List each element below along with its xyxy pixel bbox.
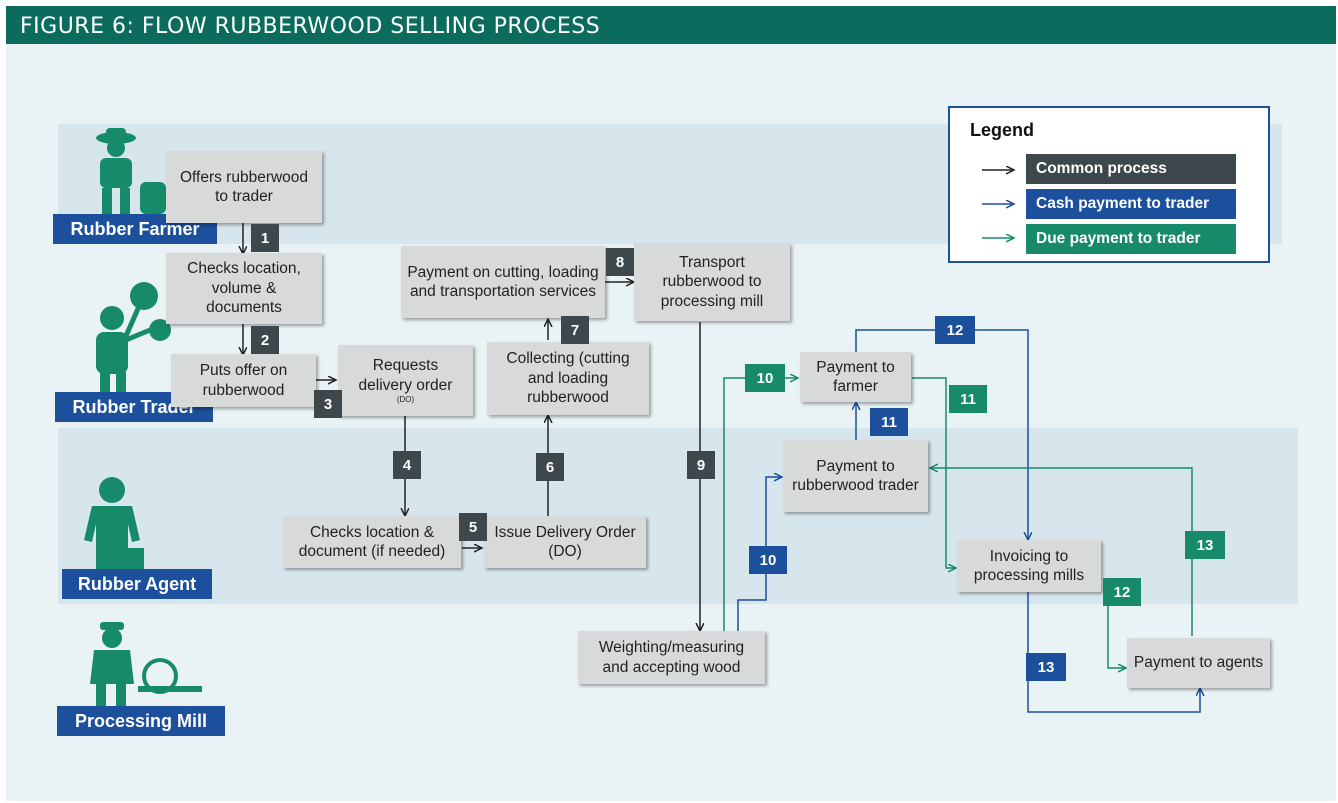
badge-10-due: 10 xyxy=(745,364,785,392)
step-invoicing-box: Invoicing to processing mills xyxy=(957,540,1101,592)
step-puts-offer-box: Puts offer on rubberwood xyxy=(171,354,316,407)
badge-12-cash: 12 xyxy=(935,316,975,344)
connector-cash-10 xyxy=(737,477,782,631)
agent-icon xyxy=(84,477,144,574)
badge-12-due: 12 xyxy=(1103,578,1141,606)
actor-label-trader: Rubber Trader xyxy=(55,392,213,422)
badge-7: 7 xyxy=(561,316,589,344)
step-checks-location-box: Checks location, volume & documents xyxy=(166,253,322,324)
badge-13-cash: 13 xyxy=(1026,653,1066,681)
legend-title: Legend xyxy=(970,120,1035,140)
step-offers-box: Offers rubberwood to trader xyxy=(166,151,322,223)
step-requests-do-sub: (DO) xyxy=(396,394,415,404)
badge-3: 3 xyxy=(314,390,342,418)
legend-item-common: Common process xyxy=(1026,154,1236,184)
step-pay-agents-box: Payment to agents xyxy=(1127,638,1270,688)
step-pay-farmer-box: Payment to farmer xyxy=(800,352,911,402)
step-issue-do-box: Issue Delivery Order (DO) xyxy=(484,516,646,568)
mill-worker-icon xyxy=(90,622,202,706)
legend-item-due: Due payment to trader xyxy=(1026,224,1236,254)
step-transport-box: Transport rubberwood to processing mill xyxy=(634,243,790,321)
step-checks-document-box: Checks location & document (if needed) xyxy=(283,516,461,568)
badge-8: 8 xyxy=(606,248,634,276)
badge-9: 9 xyxy=(687,451,715,479)
badge-11-cash: 11 xyxy=(870,408,908,436)
badge-2: 2 xyxy=(251,326,279,354)
trader-icon xyxy=(96,282,171,394)
actor-label-agent: Rubber Agent xyxy=(62,569,212,599)
step-payment-services-box: Payment on cutting, loading and transpor… xyxy=(401,246,605,318)
actor-label-mill: Processing Mill xyxy=(57,706,225,736)
badge-5: 5 xyxy=(459,513,487,541)
actor-label-farmer: Rubber Farmer xyxy=(53,214,217,244)
farmer-icon xyxy=(96,128,166,214)
badge-1: 1 xyxy=(251,224,279,252)
badge-11-due: 11 xyxy=(949,385,987,413)
badge-4: 4 xyxy=(393,451,421,479)
badge-13-due: 13 xyxy=(1185,531,1225,559)
badge-10-cash: 10 xyxy=(749,546,787,574)
step-weighting-box: Weighting/measuring and accepting wood xyxy=(578,631,765,684)
connector-cash-13 xyxy=(1027,592,1200,713)
badge-6: 6 xyxy=(536,453,564,481)
step-pay-trader-box: Payment to rubberwood trader xyxy=(783,440,928,512)
legend-box: Legend Common process Cash payment to tr… xyxy=(948,106,1270,263)
step-requests-do-box: Requests delivery order (DO) xyxy=(338,345,473,416)
legend-arrows xyxy=(982,108,1272,265)
connector-due-13 xyxy=(930,468,1193,636)
connector-due-11 xyxy=(912,377,956,568)
step-requests-do-label: Requests delivery order xyxy=(358,357,453,394)
legend-item-cash: Cash payment to trader xyxy=(1026,189,1236,219)
step-collecting-box: Collecting (cutting and loading rubberwo… xyxy=(487,342,649,415)
title-bar: FIGURE 6: FLOW RUBBERWOOD SELLING PROCES… xyxy=(6,6,1336,44)
figure-title: FIGURE 6: FLOW RUBBERWOOD SELLING PROCES… xyxy=(20,14,601,39)
